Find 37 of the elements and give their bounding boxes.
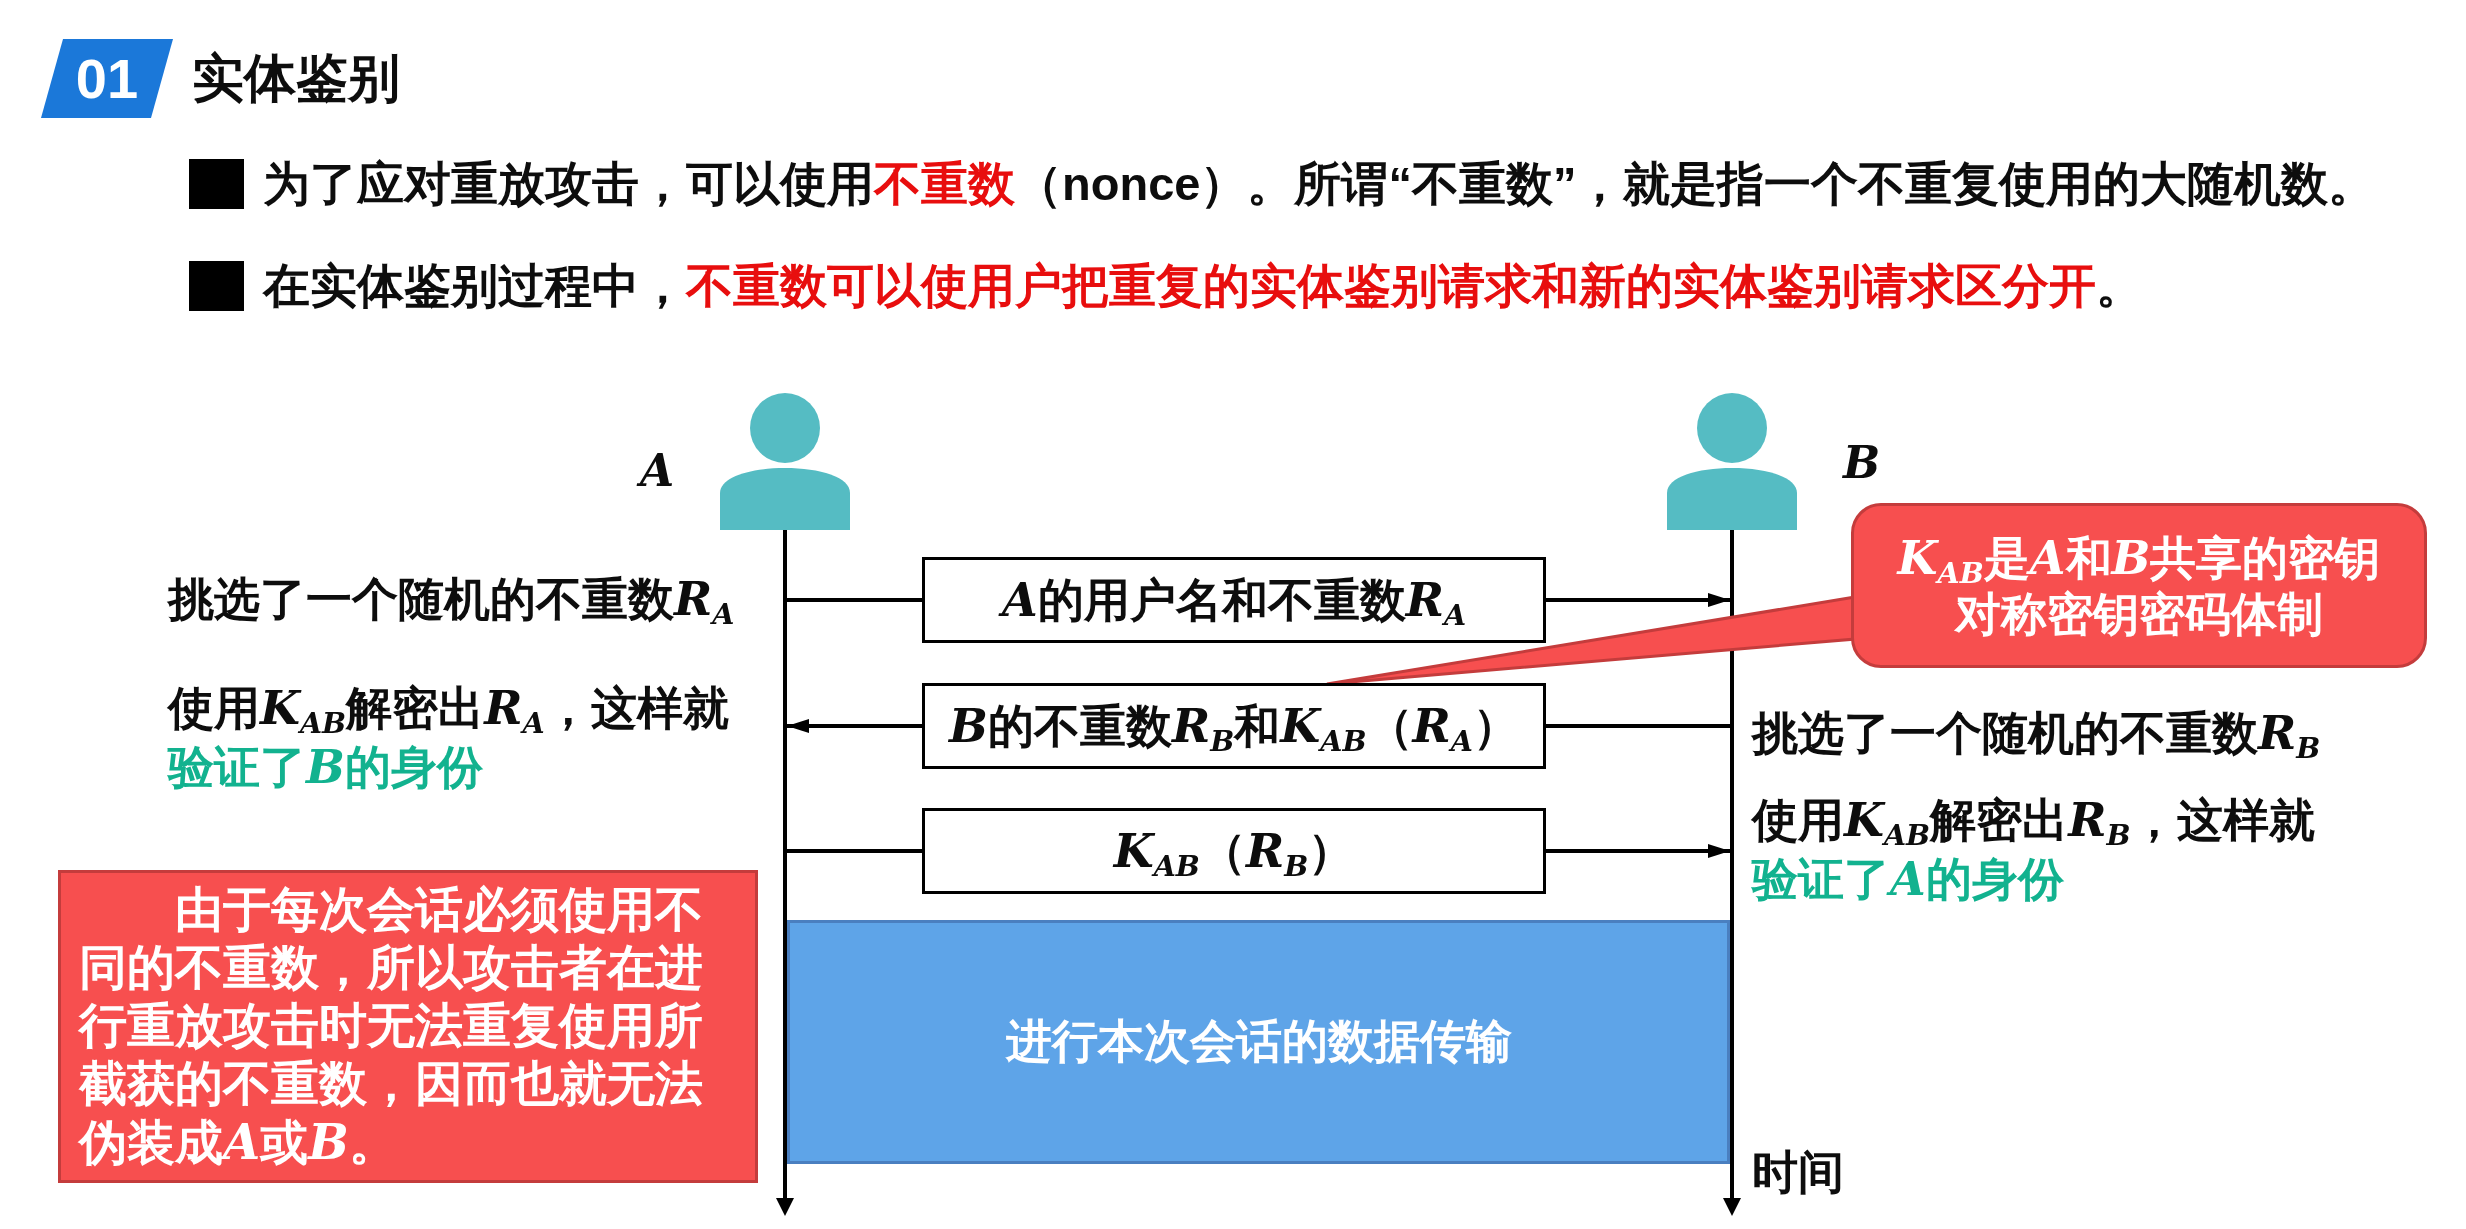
data-transfer-band — [787, 920, 1730, 1164]
number-badge — [41, 39, 173, 118]
annotation-text: 挑选了一个随机的不重数R$_{A}$ — [168, 573, 735, 625]
person-icon — [720, 393, 850, 530]
connector-line — [787, 849, 922, 853]
bullet-text: 在实体鉴别过程中， — [263, 259, 686, 312]
bullet-text: （nonce）。所谓“不重数”，就是指一个不重复使用的大随机数。 — [1015, 157, 2376, 210]
connector-line — [1546, 724, 1730, 728]
callout-text: 对称密钥密码体制 — [1955, 586, 2323, 642]
arrow — [1546, 593, 1730, 607]
person-label: B — [1843, 438, 1881, 488]
conclusion-text: 验证了B的身份 — [168, 741, 483, 793]
conclusion-text: 验证了A的身份 — [1752, 853, 2064, 905]
callout-text: K$_{AB}$是A和B共享的密钥 — [1897, 529, 2381, 586]
section-number: 01 — [75, 50, 139, 107]
person-icon — [1667, 393, 1797, 530]
message-box — [922, 683, 1546, 769]
arrow — [1546, 844, 1730, 858]
callout-bubble — [1851, 503, 2427, 668]
message-text: B的不重数R$_{B}$和K$_{AB}$（R$_{A}$） — [949, 698, 1519, 754]
arrow — [787, 719, 922, 733]
highlight-text: 不重数可以使用户把重复的实体鉴别请求和新的实体鉴别请求区分开 — [686, 259, 2096, 312]
title: 实体鉴别 — [192, 48, 400, 109]
annotation-text: 使用K$_{AB}$解密出R$_{B}$，这样就 — [1752, 794, 2315, 846]
highlight-text: 不重数 — [874, 157, 1015, 210]
bullet-text: 为了应对重放攻击，可以使用 — [263, 157, 874, 210]
note-box — [58, 870, 758, 1183]
message-box — [922, 557, 1546, 643]
band-text: 进行本次会话的数据传输 — [1005, 1014, 1512, 1069]
annotation-text: 挑选了一个随机的不重数R$_{B}$ — [1752, 707, 2321, 759]
annotation-text: 使用K$_{AB}$解密出R$_{A}$，这样就 — [168, 682, 729, 734]
note-text: 由于每次会话必须使用不同的不重数，所以攻击者在进行重放攻击时无法重复使用所截获的不重数，因而也就无法伪装成A或B。 — [79, 882, 704, 1172]
bullet-text: 。 — [2096, 259, 2143, 312]
connector-line — [787, 598, 922, 602]
message-box — [922, 808, 1546, 894]
message-text: K$_{AB}$（R$_{B}$） — [1113, 823, 1355, 879]
axis-label: 时间 — [1752, 1146, 1844, 1198]
